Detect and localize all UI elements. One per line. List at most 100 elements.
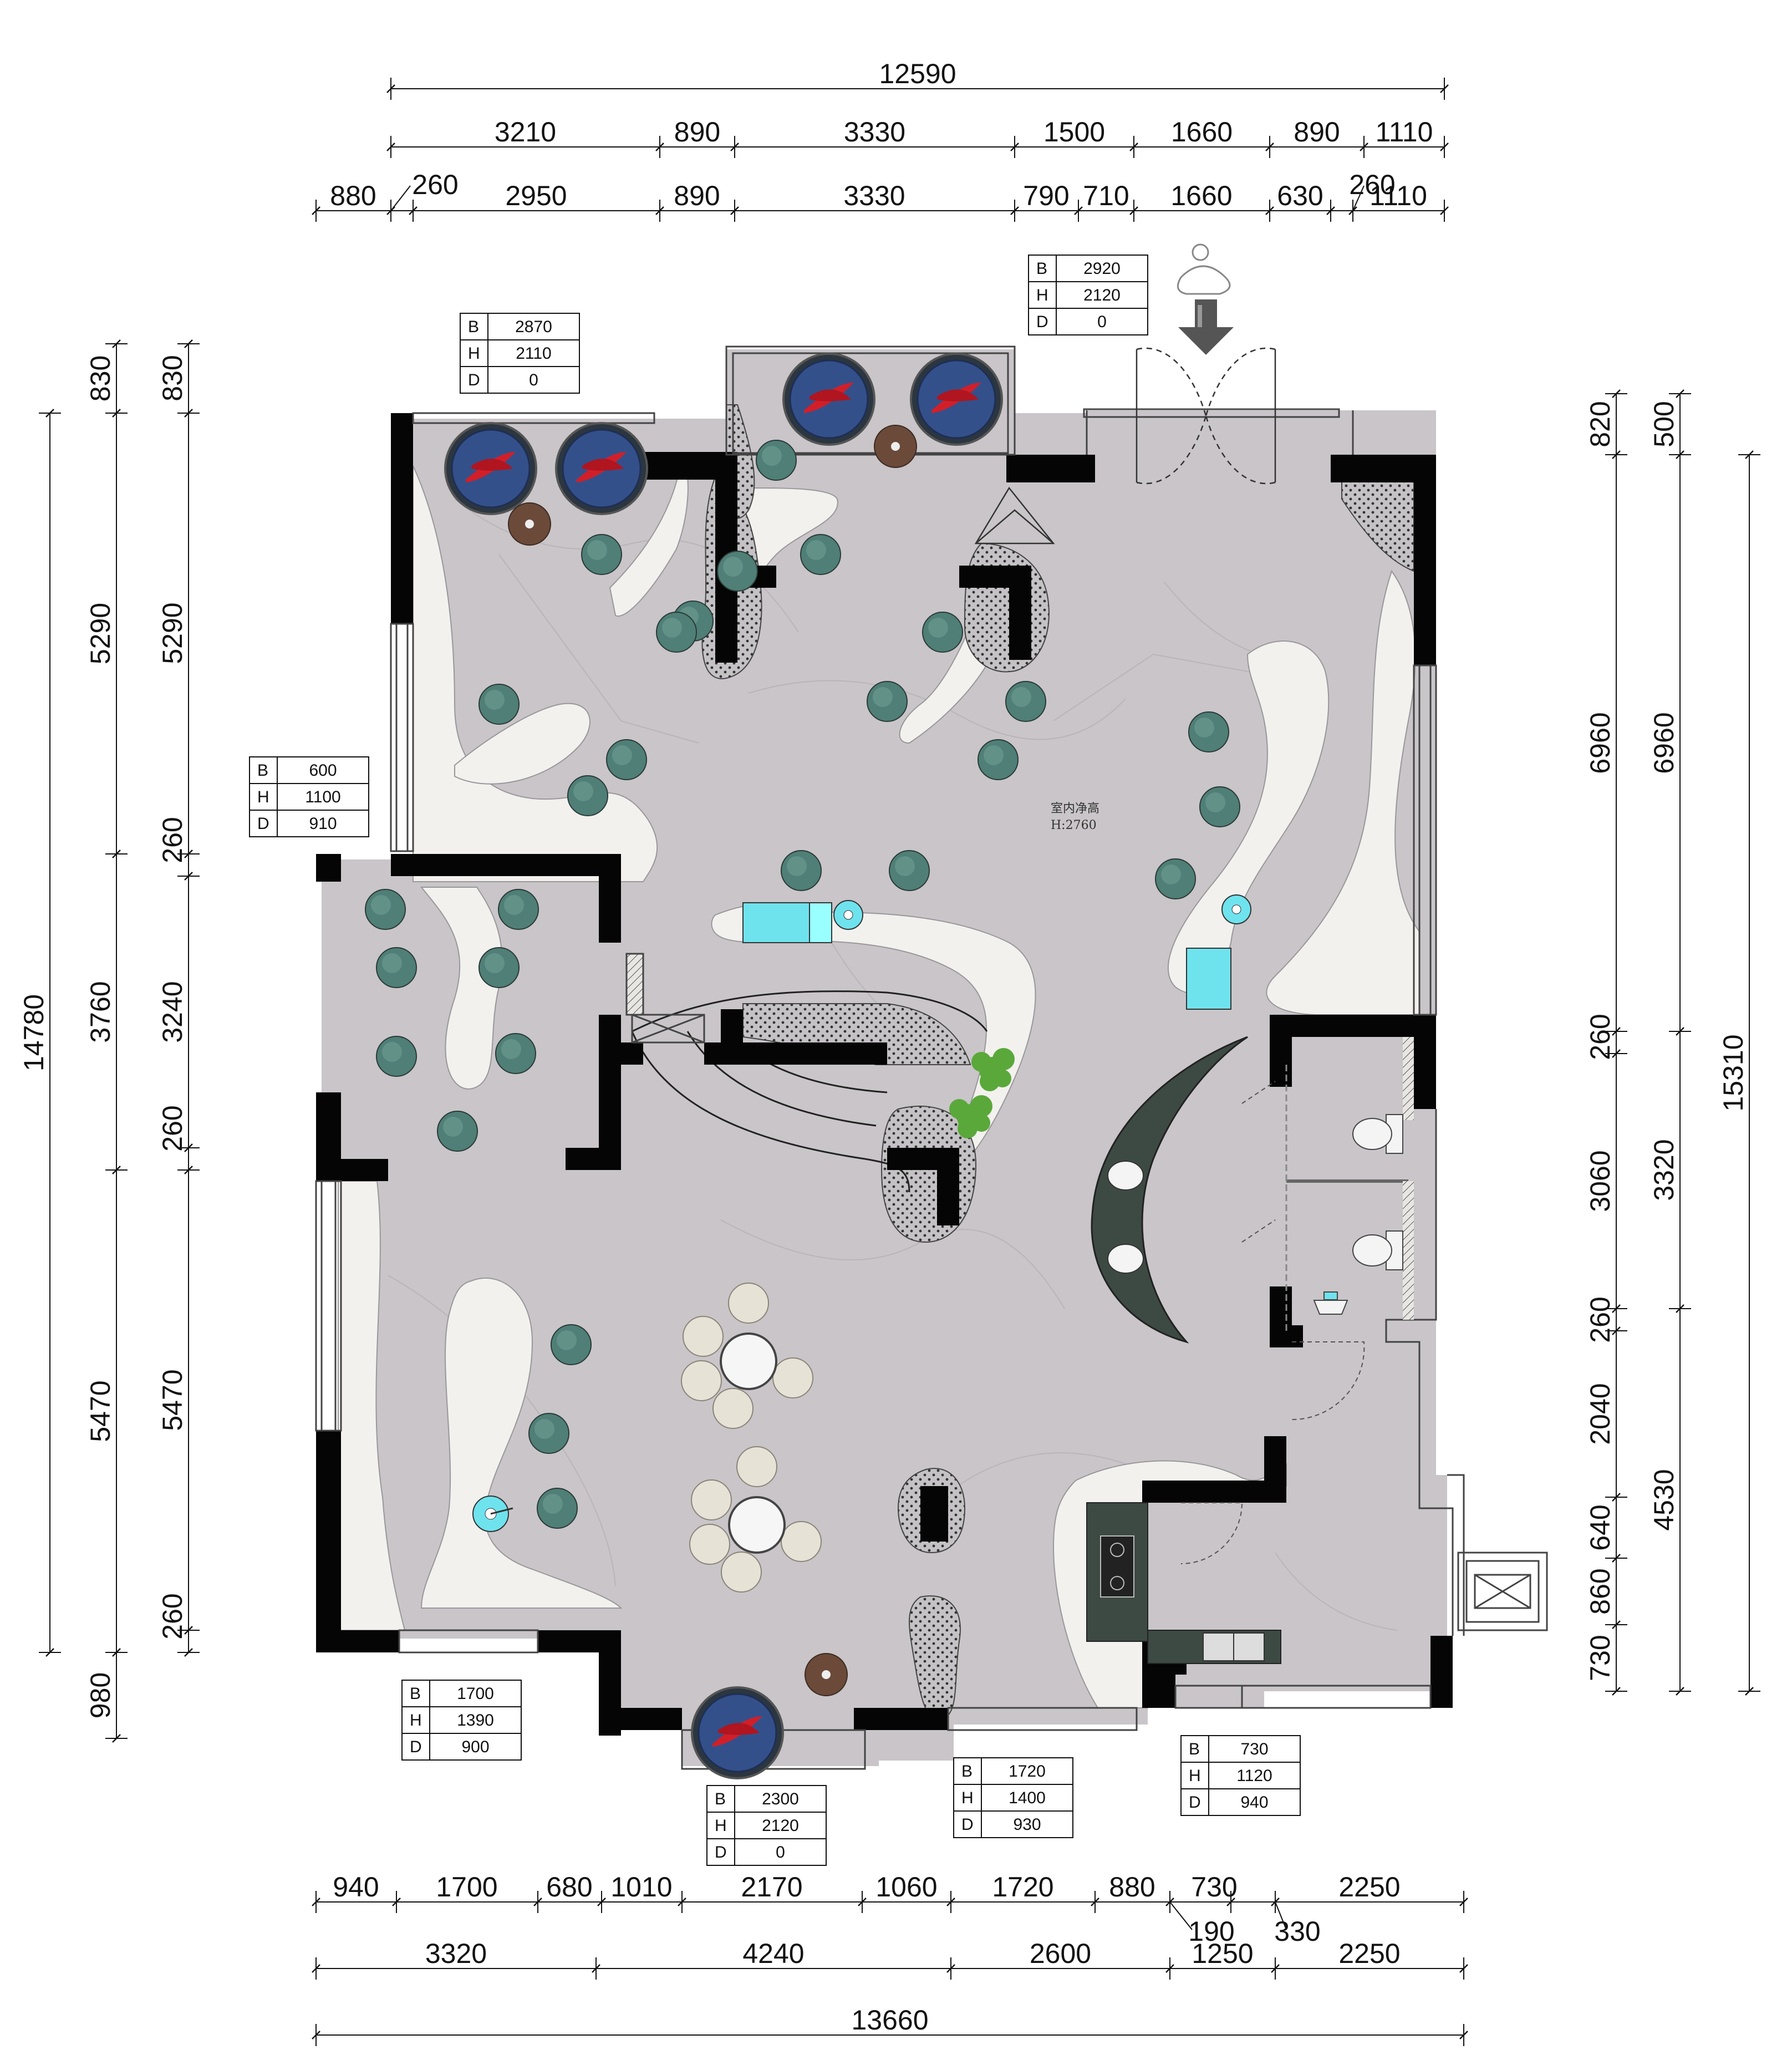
dimension-label: 3760 (85, 981, 116, 1042)
dimension-label: 260 (157, 1593, 188, 1639)
dimension-label: 830 (85, 355, 116, 401)
stool-icon (478, 947, 520, 988)
wall (599, 1708, 682, 1730)
path-east-wall-strip (1266, 569, 1420, 1015)
dimension-label: 3060 (1585, 1150, 1616, 1212)
fish-ponds (444, 353, 1003, 1779)
wall (1264, 1436, 1286, 1503)
path-upper-left-blob (454, 703, 590, 785)
fish-pond-icon (782, 353, 875, 446)
stool-icon (365, 889, 406, 930)
dimension-label: 1700 (436, 1871, 497, 1903)
fish-pond-icon (910, 353, 1003, 446)
urinal-icon (1313, 1291, 1348, 1315)
fish-pond-icon (444, 422, 537, 515)
dimension-label: 880 (1109, 1871, 1155, 1903)
dimension-chain-vertical: 14780 (18, 409, 61, 1657)
dimension-label: 1720 (992, 1871, 1053, 1903)
dimension-label: 330 (1274, 1916, 1320, 1947)
dimension-label: 1060 (875, 1871, 937, 1903)
opening-row-value: 1120 (1236, 1767, 1272, 1785)
basins (472, 894, 1251, 1532)
dimension-chain-horizontal: 260 260 (390, 169, 1396, 211)
ceiling-note: 室内净高 H:2760 (1051, 802, 1099, 832)
stool-icon (1155, 858, 1196, 899)
dimension-label: 3210 (495, 116, 556, 147)
stool-icon (717, 551, 758, 592)
window-west-lower (315, 1180, 342, 1432)
opening-row-value: 930 (1013, 1815, 1041, 1834)
dimension-chain-horizontal: 13660 (312, 2005, 1468, 2046)
stool-icon (376, 947, 417, 988)
opening-row-value: 2920 (1083, 260, 1121, 278)
bathroom (1091, 1036, 1414, 1344)
fish-pond-icon (555, 422, 648, 515)
path-south-west (420, 1278, 623, 1609)
dimension-label: 3320 (1648, 1139, 1679, 1201)
stool-icon (1005, 681, 1046, 722)
wall (920, 1486, 948, 1542)
dining-set-icon (689, 1446, 822, 1593)
path-west-edge (338, 1181, 406, 1631)
opening-row-label: B (468, 318, 479, 336)
plant-icon (949, 1048, 1015, 1138)
dimension-label: 2950 (505, 180, 567, 211)
dimension-label: 1660 (1170, 180, 1232, 211)
wall (599, 854, 621, 943)
dimension-label: 260 (157, 817, 188, 863)
opening-row-label: D (961, 1815, 974, 1834)
dimension-label: 1660 (1171, 116, 1233, 147)
dimension-label: 640 (1585, 1504, 1616, 1550)
dimension-label: 6960 (1585, 712, 1616, 774)
stool-icon (756, 440, 797, 481)
stool-icon (800, 534, 841, 575)
opening-row-value: 0 (529, 371, 538, 389)
stool-icon (551, 1324, 592, 1365)
entrance-doors[interactable] (1136, 347, 1276, 485)
dimension-label: 1010 (610, 1871, 672, 1903)
wall (1414, 455, 1436, 665)
wall (316, 1159, 388, 1181)
opening-row-value: 730 (1240, 1740, 1268, 1758)
stool-icon (437, 1111, 478, 1152)
opening-row-value: 2870 (515, 318, 552, 336)
dimension-label: 890 (1294, 116, 1340, 147)
window-south-west (398, 1629, 539, 1654)
walls (316, 413, 1453, 1736)
dimension-label: 500 (1648, 401, 1679, 447)
dimension-label: 260 (412, 169, 458, 200)
dimension-label: 890 (674, 116, 720, 147)
opening-row-label: H (961, 1789, 974, 1807)
wall (566, 1148, 621, 1170)
wall (704, 1042, 887, 1065)
dining-sets (681, 1283, 822, 1593)
wall (1142, 1481, 1286, 1503)
opening-row-value: 1700 (457, 1685, 494, 1703)
side-table-icon (508, 502, 551, 546)
sink-icon (1107, 1161, 1144, 1191)
wall (316, 1431, 341, 1652)
dimension-label: 260 (1349, 169, 1395, 200)
dimension-label: 730 (1191, 1871, 1237, 1903)
opening-row-label: B (1036, 260, 1047, 278)
opening-row-label: D (468, 371, 480, 389)
opening-row-label: H (257, 788, 269, 806)
wall (854, 1708, 948, 1730)
dimension-label: 1250 (1192, 1938, 1253, 1969)
dimension-label: 3320 (425, 1938, 487, 1969)
door-swings[interactable] (1180, 1081, 1365, 1564)
basin-counter (809, 902, 832, 943)
wall (391, 854, 613, 876)
dimension-chain-horizontal: 12590 (386, 58, 1449, 100)
stove-icon (1100, 1535, 1134, 1598)
dimension-label: 3330 (844, 116, 905, 147)
